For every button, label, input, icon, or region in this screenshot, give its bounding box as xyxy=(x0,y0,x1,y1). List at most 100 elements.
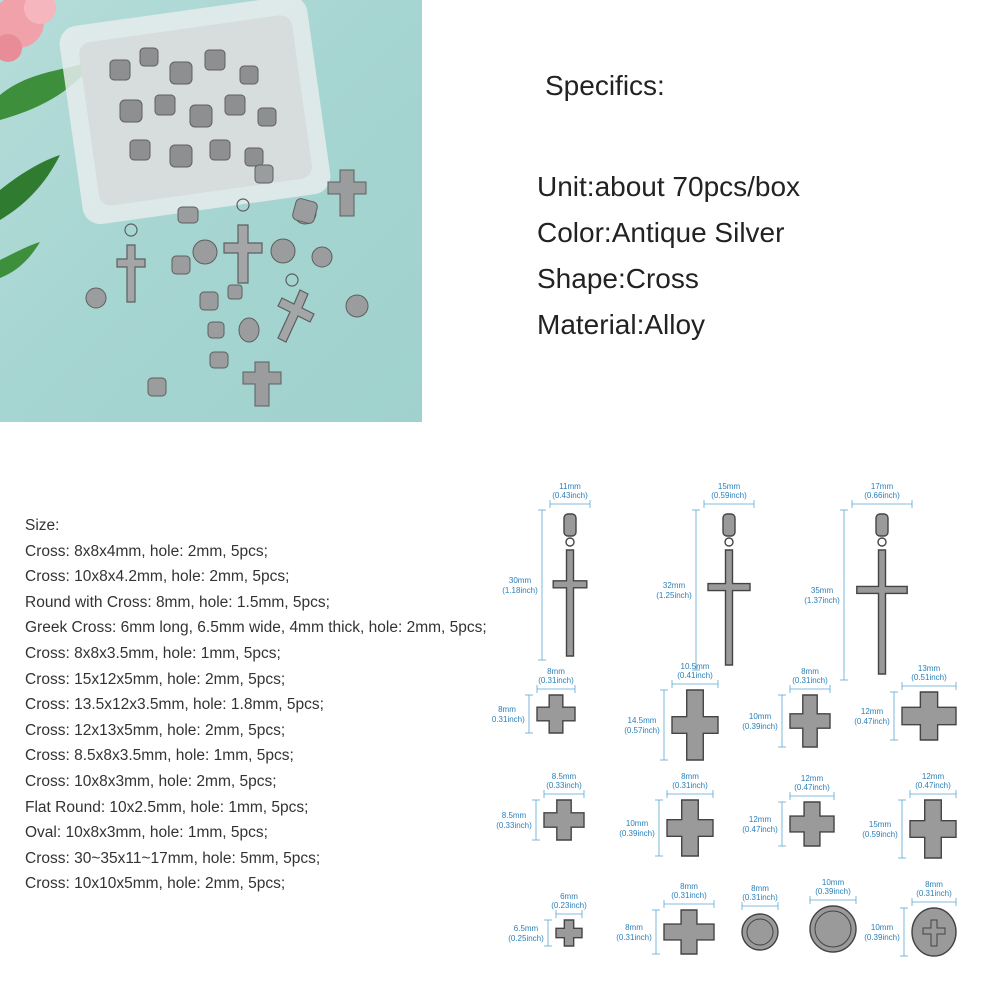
cross-bead xyxy=(789,801,835,847)
oval-bead xyxy=(911,907,957,957)
round-bead-rim xyxy=(746,918,774,946)
width-label: 11mm xyxy=(559,482,581,491)
width-inch-label: (0.31inch) xyxy=(792,676,828,685)
pendant-loop xyxy=(877,537,887,547)
height-inch-label: (0.59inch) xyxy=(862,830,898,839)
width-inch-label: (0.39inch) xyxy=(815,887,851,896)
cross-bead xyxy=(536,694,576,734)
height-inch-label: (0.39inch) xyxy=(619,829,655,838)
width-label: 8.5mm xyxy=(552,772,577,781)
pendant-cross xyxy=(707,549,751,666)
pendant-bail xyxy=(563,513,577,537)
width-inch-label: (0.47inch) xyxy=(794,783,830,792)
height-inch-label: (1.25inch) xyxy=(656,591,692,600)
size-item: Oval: 10x8x3mm, hole: 1mm, 5pcs; xyxy=(25,824,268,842)
size-item: Greek Cross: 6mm long, 6.5mm wide, 4mm t… xyxy=(25,619,487,637)
pendant-loop xyxy=(565,537,575,547)
height-inch-label: (0.25inch) xyxy=(508,934,544,943)
width-label: 12mm xyxy=(801,774,824,783)
height-label: 8mm xyxy=(498,705,516,714)
size-item: Cross: 8x8x3.5mm, hole: 1mm, 5pcs; xyxy=(25,644,281,662)
cross-bead xyxy=(901,691,957,741)
height-label: 15mm xyxy=(869,820,892,829)
cross-bead xyxy=(555,919,583,947)
height-label: 10mm xyxy=(626,819,649,828)
width-inch-label: (0.41inch) xyxy=(677,671,713,680)
size-item: Cross: 8.5x8x3.5mm, hole: 1mm, 5pcs; xyxy=(25,747,294,765)
cross-bead xyxy=(671,689,719,761)
width-label: 8mm xyxy=(681,772,699,781)
width-label: 10mm xyxy=(822,878,845,887)
cross-bead xyxy=(909,799,957,859)
width-inch-label: (0.51inch) xyxy=(911,673,947,682)
specifics-panel: Specifics: Unit:about 70pcs/box Color:An… xyxy=(537,70,977,348)
height-inch-label: (0.47inch) xyxy=(742,825,778,834)
product-photo xyxy=(0,0,422,422)
width-label: 6mm xyxy=(560,892,578,901)
height-label: 6.5mm xyxy=(514,924,539,933)
height-inch-label: (0.57inch) xyxy=(624,726,660,735)
size-item: Cross: 10x8x4.2mm, hole: 2mm, 5pcs; xyxy=(25,568,290,586)
width-inch-label: (0.47inch) xyxy=(915,781,951,790)
size-item: Round with Cross: 8mm, hole: 1.5mm, 5pcs… xyxy=(25,593,330,611)
round-bead-rim xyxy=(814,910,852,948)
size-heading: Size: xyxy=(25,517,60,534)
size-item: Cross: 8x8x4mm, hole: 2mm, 5pcs; xyxy=(25,542,268,560)
product-photo-art xyxy=(0,0,369,407)
width-label: 12mm xyxy=(922,772,945,781)
width-label: 13mm xyxy=(918,664,941,673)
round-bead xyxy=(809,905,857,953)
pendant-cross xyxy=(856,549,908,675)
height-inch-label: (0.31inch) xyxy=(616,933,652,942)
cross-bead xyxy=(789,694,831,748)
cross-bead xyxy=(663,909,715,955)
width-label: 8mm xyxy=(751,884,769,893)
height-label: 30mm xyxy=(509,576,532,585)
spec-shape: Shape:Cross xyxy=(537,263,699,294)
height-inch-label: (0.31inch) xyxy=(492,715,525,724)
height-inch-label: (1.18inch) xyxy=(502,586,538,595)
width-inch-label: (0.31inch) xyxy=(671,891,707,900)
pendant-bail xyxy=(722,513,736,537)
oval-bead-cross xyxy=(922,919,946,947)
height-inch-label: (0.33inch) xyxy=(496,821,532,830)
width-label: 8mm xyxy=(547,667,565,676)
cross-bead xyxy=(543,799,585,841)
pendant-loop xyxy=(724,537,734,547)
height-label: 10mm xyxy=(871,923,894,932)
width-inch-label: (0.66inch) xyxy=(864,491,900,500)
height-label: 12mm xyxy=(861,707,884,716)
height-label: 8mm xyxy=(625,923,643,932)
size-item: Cross: 13.5x12x3.5mm, hole: 1.8mm, 5pcs; xyxy=(25,696,324,714)
width-label: 10.5mm xyxy=(681,662,710,671)
pendant-cross xyxy=(552,549,588,657)
size-item: Cross: 10x10x5mm, hole: 2mm, 5pcs; xyxy=(25,875,286,893)
width-inch-label: (0.33inch) xyxy=(546,781,582,790)
height-label: 35mm xyxy=(811,586,834,595)
width-label: 8mm xyxy=(680,882,698,891)
height-inch-label: (1.37inch) xyxy=(804,596,840,605)
pendant-bail xyxy=(875,513,889,537)
width-inch-label: (0.43inch) xyxy=(552,491,588,500)
size-item: Cross: 30~35x11~17mm, hole: 5mm, 5pcs; xyxy=(25,849,321,867)
width-label: 17mm xyxy=(871,482,894,491)
width-inch-label: (0.31inch) xyxy=(538,676,574,685)
dimension-diagram: 11mm(0.43inch)30mm(1.18inch)15mm(0.59inc… xyxy=(489,480,1000,1000)
height-label: 10mm xyxy=(749,712,772,721)
width-label: 15mm xyxy=(718,482,741,491)
width-inch-label: (0.23inch) xyxy=(551,901,587,910)
height-label: 14.5mm xyxy=(628,716,657,725)
height-label: 12mm xyxy=(749,815,772,824)
width-inch-label: (0.59inch) xyxy=(711,491,747,500)
width-label: 8mm xyxy=(925,880,943,889)
size-item: Cross: 12x13x5mm, hole: 2mm, 5pcs; xyxy=(25,721,286,739)
width-label: 8mm xyxy=(801,667,819,676)
width-inch-label: (0.31inch) xyxy=(916,889,952,898)
spec-material: Material:Alloy xyxy=(537,309,706,340)
width-inch-label: (0.31inch) xyxy=(672,781,708,790)
specifics-heading: Specifics: xyxy=(545,70,665,101)
width-inch-label: (0.31inch) xyxy=(742,893,778,902)
height-label: 32mm xyxy=(663,581,686,590)
size-list: Size: Cross: 8x8x4mm, hole: 2mm, 5pcs; C… xyxy=(25,513,495,897)
spec-color: Color:Antique Silver xyxy=(537,217,785,248)
